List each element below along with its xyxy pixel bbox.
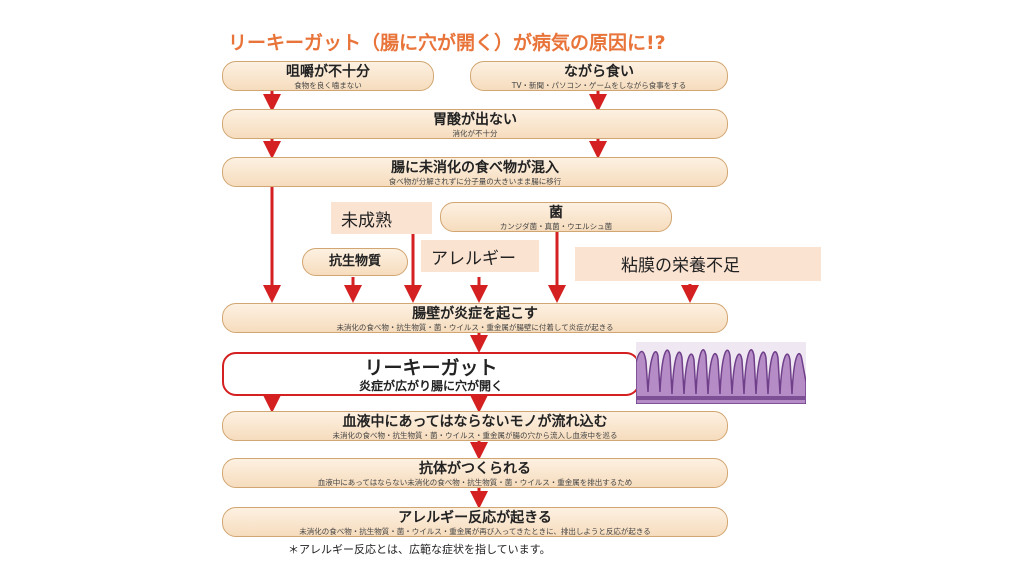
box-blood: 血液中にあってはならないモノが流れ込む 未消化の食べ物・抗生物質・菌・ウイルス・… (222, 411, 728, 441)
box-inflammation-sub: 未消化の食べ物・抗生物質・菌・ウイルス・重金属が腸壁に付着して炎症が起きる (336, 323, 614, 332)
box-leaky-sub: 炎症が広がり腸に穴が開く (358, 379, 503, 393)
box-acid-sub: 消化が不十分 (452, 129, 498, 138)
box-leaky-gut: リーキーガット 炎症が広がり腸に穴が開く (222, 352, 640, 396)
box-chewing-main: 咀嚼が不十分 (286, 64, 370, 80)
box-antibody: 抗体がつくられる 血液中にあってはならない未消化の食べ物・抗生物質・菌・ウイルス… (222, 458, 728, 488)
box-acid: 胃酸が出ない 消化が不十分 (222, 109, 728, 139)
label-allergy: アレルギー (421, 240, 539, 272)
box-chewing-sub: 食物を良く噛まない (294, 81, 362, 90)
box-inflammation-main: 腸壁が炎症を起こす (412, 306, 538, 322)
box-bacteria-sub: カンジダ菌・真菌・ウエルシュ菌 (499, 222, 613, 231)
label-mucosa: 粘膜の栄養不足 (575, 247, 821, 281)
footnote: ＊アレルギー反応とは、広範な症状を指しています。 (288, 543, 551, 556)
box-antibiotic: 抗生物質 (302, 248, 408, 276)
box-inflammation: 腸壁が炎症を起こす 未消化の食べ物・抗生物質・菌・ウイルス・重金属が腸壁に付着し… (222, 303, 728, 333)
box-allergy: アレルギー反応が起きる 未消化の食べ物・抗生物質・菌・ウイルス・重金属が再び入っ… (222, 507, 728, 537)
box-undigested-main: 腸に未消化の食べ物が混入 (391, 160, 559, 176)
box-nagara-sub: TV・新聞・パソコン・ゲームをしながら食事をする (511, 81, 687, 90)
box-chewing: 咀嚼が不十分 食物を良く噛まない (222, 61, 434, 91)
box-acid-main: 胃酸が出ない (433, 112, 517, 128)
diagram-title: リーキーガット（腸に穴が開く）が病気の原因に!? (228, 32, 666, 54)
box-nagara-main: ながら食い (564, 64, 634, 80)
box-bacteria: 菌 カンジダ菌・真菌・ウエルシュ菌 (440, 202, 672, 232)
box-antibody-main: 抗体がつくられる (419, 461, 531, 477)
box-blood-main: 血液中にあってはならないモノが流れ込む (342, 414, 608, 430)
box-allergy-sub: 未消化の食べ物・抗生物質・菌・ウイルス・重金属が再び入ってきたときに、排出しよう… (299, 527, 651, 536)
intestine-villi-image (635, 342, 807, 405)
box-blood-sub: 未消化の食べ物・抗生物質・菌・ウイルス・重金属が腸の穴から流入し血液中を巡る (332, 431, 618, 440)
box-bacteria-main: 菌 (549, 205, 563, 221)
box-allergy-main: アレルギー反応が起きる (398, 510, 552, 526)
box-antibody-sub: 血液中にあってはならない未消化の食べ物・抗生物質・菌・ウイルス・重金属を排出する… (317, 478, 633, 487)
label-immature: 未成熟 (331, 202, 432, 234)
box-undigested: 腸に未消化の食べ物が混入 食べ物が分解されずに分子量の大きいまま腸に移行 (222, 157, 728, 187)
box-nagara: ながら食い TV・新聞・パソコン・ゲームをしながら食事をする (470, 61, 728, 91)
box-undigested-sub: 食べ物が分解されずに分子量の大きいまま腸に移行 (388, 177, 562, 186)
box-leaky-main: リーキーガット (364, 357, 498, 379)
